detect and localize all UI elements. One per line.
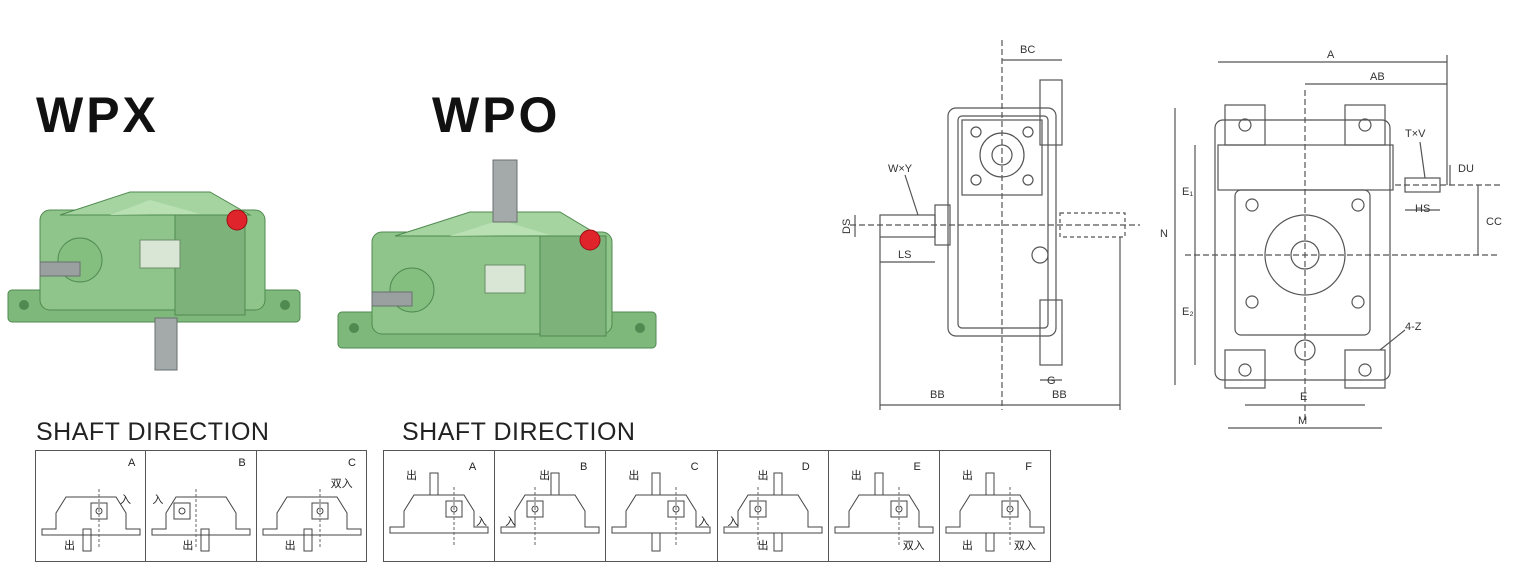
out-symbol: 出 [961, 469, 973, 482]
side-view-drawing [850, 40, 1140, 410]
out-symbol: 出 [628, 469, 640, 482]
direction-letter: D [801, 461, 810, 473]
dim-bc: BC [1020, 44, 1035, 56]
dim-ab: AB [1370, 71, 1385, 83]
gearbox-schematic [41, 489, 141, 552]
dim-4z: 4-Z [1405, 321, 1422, 333]
direction-letter: B [580, 461, 588, 473]
wpx-gearbox-image [7, 191, 301, 371]
dual-in-symbol: 双入 [902, 539, 925, 552]
direction-letter: F [1025, 461, 1033, 473]
gearbox-schematic [151, 489, 251, 552]
wpo-direction-cell: F 出 出 双入 [940, 451, 1050, 561]
dual-in-symbol: 双入 [330, 477, 353, 490]
in-symbol: 入 [152, 493, 164, 506]
dim-e2: E₂ [1182, 306, 1194, 318]
in-symbol: 入 [120, 493, 131, 506]
out-symbol: 出 [961, 539, 973, 552]
in-symbol: 入 [727, 515, 739, 528]
direction-letter: C [690, 461, 699, 473]
direction-letter: C [348, 457, 356, 469]
in-symbol: 入 [476, 515, 487, 528]
dim-du: DU [1458, 163, 1474, 175]
wpo-direction-cell: B 出 入 [495, 451, 607, 561]
dim-bb-left: BB [930, 389, 945, 401]
out-symbol: 出 [64, 539, 75, 552]
gearbox-schematic [723, 472, 823, 552]
direction-letter: B [238, 457, 246, 469]
dim-a: A [1327, 49, 1335, 61]
dim-ds: DS [841, 219, 853, 234]
out-symbol: 出 [757, 469, 769, 482]
model-title-wpx: WPX [36, 87, 159, 143]
wpx-direction-grid: A 入 出 B 入 出 C 双入 出 [35, 450, 367, 562]
dim-tv: T×V [1405, 128, 1426, 140]
in-symbol: 入 [505, 515, 517, 528]
out-symbol: 出 [539, 469, 551, 482]
dim-m: M [1298, 415, 1307, 427]
gearbox-schematic [389, 472, 489, 545]
out-symbol: 出 [757, 539, 769, 552]
direction-letter: A [127, 457, 136, 469]
dim-e1: E₁ [1182, 186, 1193, 198]
wpo-direction-cell: C 出 入 [606, 451, 718, 561]
wpx-shaft-direction-label: SHAFT DIRECTION [36, 418, 270, 446]
gearbox-schematic [945, 472, 1045, 552]
gearbox-schematic [262, 489, 362, 552]
direction-letter: A [468, 461, 477, 473]
dim-wy: W×Y [888, 163, 913, 175]
model-title-wpo: WPO [432, 87, 561, 143]
front-view-drawing [1174, 55, 1500, 429]
gearbox-schematic [500, 472, 600, 545]
dual-in-symbol: 双入 [1013, 539, 1036, 552]
dim-bb-right: BB [1052, 389, 1067, 401]
wpx-direction-cell: B 入 出 [146, 451, 257, 561]
wpo-direction-grid: A 出 入 B 出 入 C 出 入 D 出 入 出 E 出 双入 F 出 出 双… [383, 450, 1051, 562]
wpo-shaft-direction-label: SHAFT DIRECTION [402, 418, 636, 446]
dim-hs: HS [1415, 203, 1430, 215]
gearbox-schematic [834, 472, 934, 545]
dim-g: G [1047, 375, 1056, 387]
gearbox-schematic [611, 472, 711, 552]
out-symbol: 出 [182, 539, 194, 552]
wpo-direction-cell: A 出 入 [384, 451, 496, 561]
out-symbol: 出 [850, 469, 862, 482]
wpo-direction-cell: D 出 入 出 [718, 451, 829, 561]
out-symbol: 出 [406, 469, 417, 482]
wpx-direction-cell: C 双入 出 [257, 451, 366, 561]
direction-letter: E [913, 461, 921, 473]
wpo-gearbox-image [337, 159, 657, 349]
dim-e: E [1300, 391, 1307, 403]
dim-ls: LS [898, 249, 911, 261]
wpx-direction-cell: A 入 出 [36, 451, 147, 561]
out-symbol: 出 [284, 539, 296, 552]
dim-n: N [1160, 228, 1168, 240]
wpo-direction-cell: E 出 双入 [829, 451, 940, 561]
in-symbol: 入 [698, 515, 710, 528]
dim-cc: CC [1486, 216, 1502, 228]
